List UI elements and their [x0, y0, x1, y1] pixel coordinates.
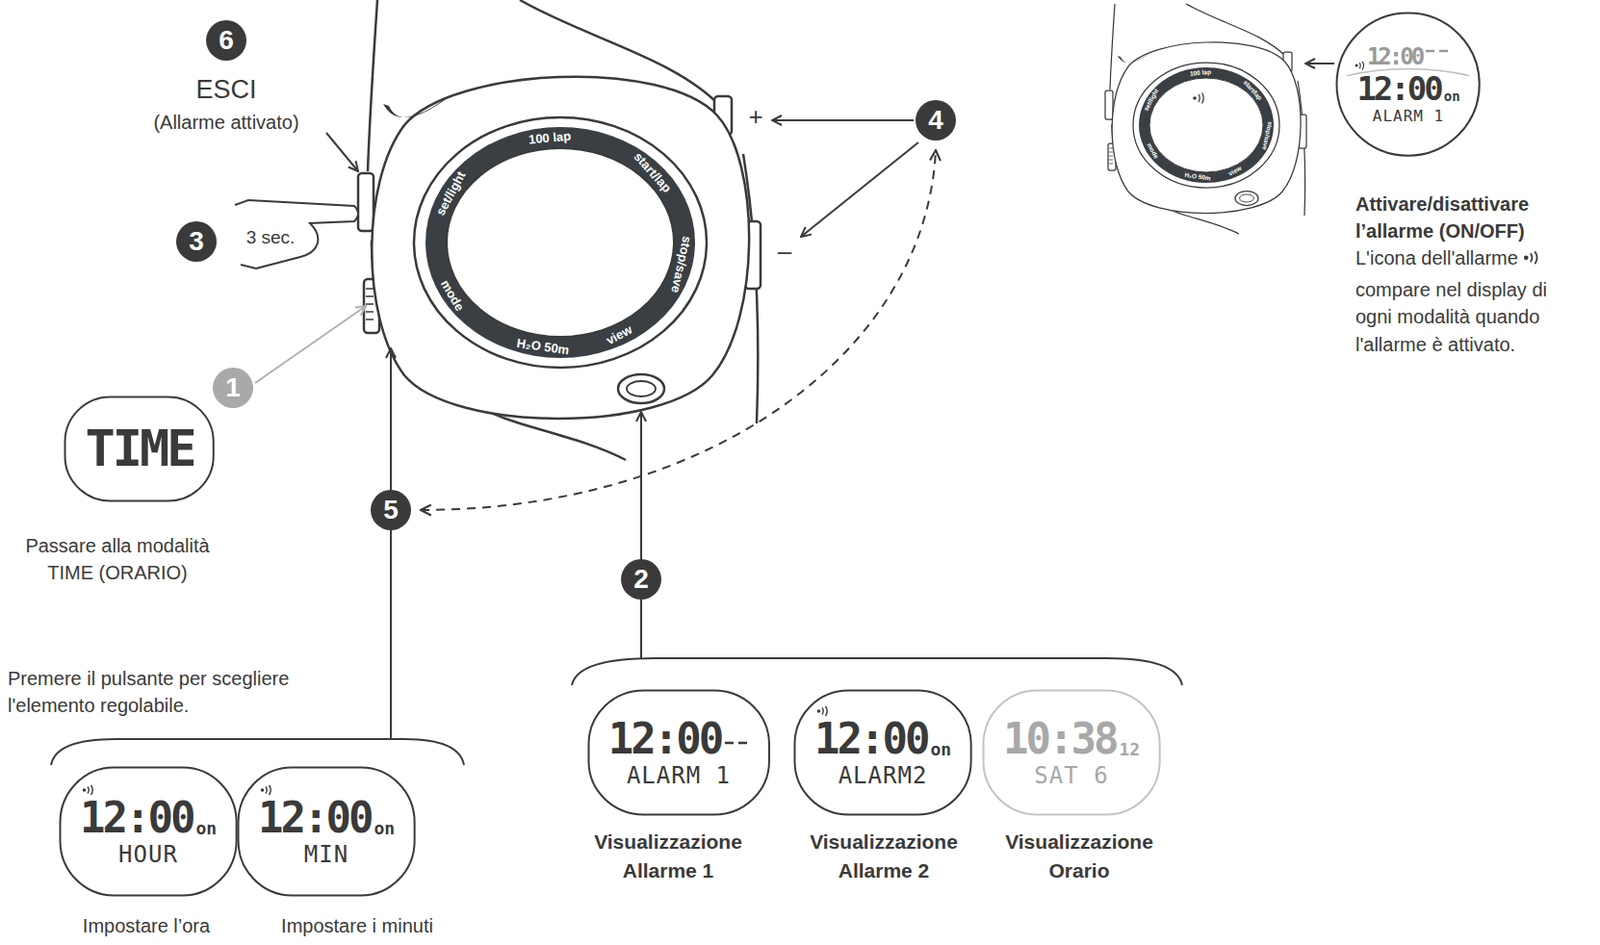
lcd-row: 12:00	[608, 718, 749, 761]
section-heading: Attivare/disattivare l’allarme (ON/OFF)	[1355, 190, 1592, 246]
lcd-display: TIME	[63, 395, 215, 503]
display-caption: Visualizzazione Orario	[987, 827, 1171, 886]
body-text: compare nel display di ogni modalità qua…	[1355, 276, 1585, 359]
lcd-content: 12:00ALARM 1	[587, 689, 771, 817]
lcd-row: 12:00	[1367, 45, 1450, 69]
lcd-row: SAT 6	[1033, 764, 1109, 788]
callout-number: 4	[915, 100, 956, 141]
lcd-text: ALARM 1	[1372, 108, 1445, 125]
alarm-icon	[259, 784, 274, 797]
lcd-text: 12:00	[814, 718, 928, 761]
exit-label: ESCI	[195, 74, 257, 105]
step-note: Premere il pulsante per scegliere l'elem…	[7, 665, 364, 721]
lcd-row: 12:00on	[1356, 72, 1460, 105]
lcd-text: TIME	[84, 423, 194, 474]
lcd-display: 12:00onHOUR	[58, 766, 238, 898]
button-sign: +	[748, 102, 763, 132]
lcd-text: 12:00	[1367, 45, 1422, 69]
lcd-text: on	[929, 741, 952, 759]
callout-number: 1	[212, 367, 254, 409]
callout-text: 5	[383, 496, 399, 524]
lcd-text: on	[1444, 89, 1461, 104]
callout-number: 2	[620, 559, 662, 600]
alarm-icon	[1522, 250, 1541, 266]
lcd-display: 12:00ALARM 1	[587, 689, 771, 817]
alarm-icon	[81, 784, 96, 797]
lcd-content: TIME	[63, 395, 215, 503]
dashed-connector	[420, 150, 936, 511]
alarm-icon	[816, 705, 830, 718]
callout-text: 4	[928, 106, 944, 134]
lcd-row: 10:3812	[1003, 718, 1140, 761]
lcd-row: 12:00on	[814, 718, 952, 761]
lcd-text: 12:00	[79, 797, 193, 840]
lcd-content: 12:00onMIN	[236, 766, 416, 898]
button-sign: –	[777, 236, 792, 267]
lcd-display: 10:3812SAT 6	[981, 689, 1162, 817]
lcd-text: on	[373, 820, 395, 838]
lcd-text: 12:00	[608, 718, 722, 761]
lcd-row: 12:00on	[79, 797, 217, 840]
lcd-text: on	[195, 820, 217, 838]
display-caption: Impostare l’ora	[82, 914, 210, 938]
lcd-text: HOUR	[118, 843, 179, 867]
lcd-content: 12:0012:00onALARM 1	[1335, 11, 1481, 157]
lcd-dashes	[1424, 47, 1450, 55]
exit-note: (Allarme attivato)	[153, 110, 299, 134]
body-text: L'icona dell'allarme	[1355, 246, 1519, 270]
callout-text: 6	[218, 26, 234, 54]
lcd-row: HOUR	[118, 843, 179, 867]
lcd-text: SAT 6	[1033, 764, 1109, 788]
callout-text: 2	[633, 566, 649, 594]
lcd-row: ALARM 1	[626, 764, 731, 788]
lcd-row: TIME	[84, 423, 194, 474]
lcd-dashes	[723, 739, 749, 748]
lcd-row: ALARM 1	[1372, 108, 1445, 125]
callout-text: 3	[188, 228, 205, 256]
lcd-text: 12:00	[1356, 72, 1441, 105]
step-note: Passare alla modalità TIME (ORARIO)	[5, 532, 230, 588]
display-caption: Visualizzazione Allarme 1	[576, 827, 760, 886]
lcd-display: 12:00onMIN	[236, 766, 416, 898]
lcd-row: MIN	[304, 843, 349, 867]
lcd-display: 12:00onALARM2	[793, 689, 973, 817]
display-caption: Impostare i minuti	[281, 914, 434, 938]
callout-number: 6	[206, 20, 247, 61]
duration-label: 3 sec.	[246, 227, 296, 250]
callout-text: 1	[225, 374, 241, 402]
lcd-text: 12:00	[258, 797, 371, 840]
lcd-text: ALARM 1	[626, 764, 731, 788]
lcd-content: 12:00onHOUR	[58, 766, 238, 898]
callout-number: 3	[176, 221, 217, 262]
lcd-text: MIN	[304, 843, 349, 867]
lcd-content: 10:3812SAT 6	[981, 689, 1162, 817]
lcd-display: 12:0012:00onALARM 1	[1335, 11, 1481, 157]
lcd-row: ALARM2	[838, 764, 929, 788]
lcd-text: 10:38	[1003, 718, 1116, 761]
lcd-text: ALARM2	[838, 764, 929, 788]
lcd-text: 12	[1118, 741, 1140, 759]
lcd-content: 12:00onALARM2	[793, 689, 973, 817]
callout-number: 5	[370, 490, 412, 531]
lcd-row: 12:00on	[258, 797, 395, 840]
alarm-icon	[1354, 60, 1367, 71]
display-caption: Visualizzazione Allarme 2	[792, 827, 976, 886]
